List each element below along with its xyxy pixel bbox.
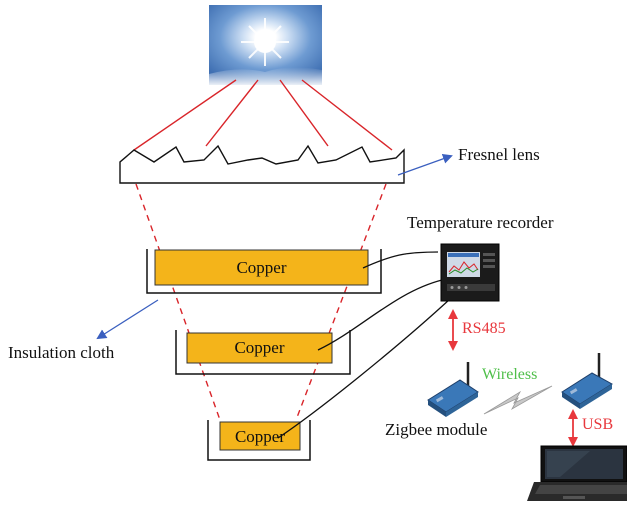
zigbee-module-left bbox=[427, 362, 479, 417]
wireless-link-bolt bbox=[483, 385, 553, 415]
rs485-label: RS485 bbox=[462, 320, 506, 337]
thermocouple-wires bbox=[277, 251, 451, 439]
insulation-cloth-pointer bbox=[96, 299, 159, 340]
fresnel-lens-pointer bbox=[397, 153, 453, 176]
fresnel-lens-shape bbox=[119, 144, 405, 184]
sun-photo bbox=[209, 5, 322, 85]
zigbee-module-right bbox=[561, 353, 613, 409]
insulation-cloth-label: Insulation cloth bbox=[8, 343, 115, 362]
zigbee-module-label: Zigbee module bbox=[385, 420, 488, 439]
copper-block-3 bbox=[219, 421, 301, 451]
copper-label-2: Copper bbox=[234, 338, 285, 357]
wireless-label: Wireless bbox=[482, 366, 538, 383]
insulation-container-2 bbox=[175, 330, 351, 375]
insulation-container-3 bbox=[207, 420, 311, 461]
laptop-computer bbox=[527, 445, 627, 501]
insulation-container-1 bbox=[146, 249, 382, 294]
incoming-light-rays bbox=[133, 79, 393, 151]
fresnel-lens-label: Fresnel lens bbox=[458, 145, 540, 164]
focused-light-rays bbox=[135, 183, 387, 421]
usb-label: USB bbox=[582, 416, 614, 433]
copper-label-3: Copper bbox=[234, 427, 286, 446]
temperature-recorder-label: Temperature recorder bbox=[407, 213, 554, 232]
copper-block-2 bbox=[186, 332, 333, 364]
temperature-recorder-device bbox=[440, 243, 500, 302]
copper-label-1: Copper bbox=[236, 258, 287, 277]
copper-block-1 bbox=[154, 249, 369, 286]
